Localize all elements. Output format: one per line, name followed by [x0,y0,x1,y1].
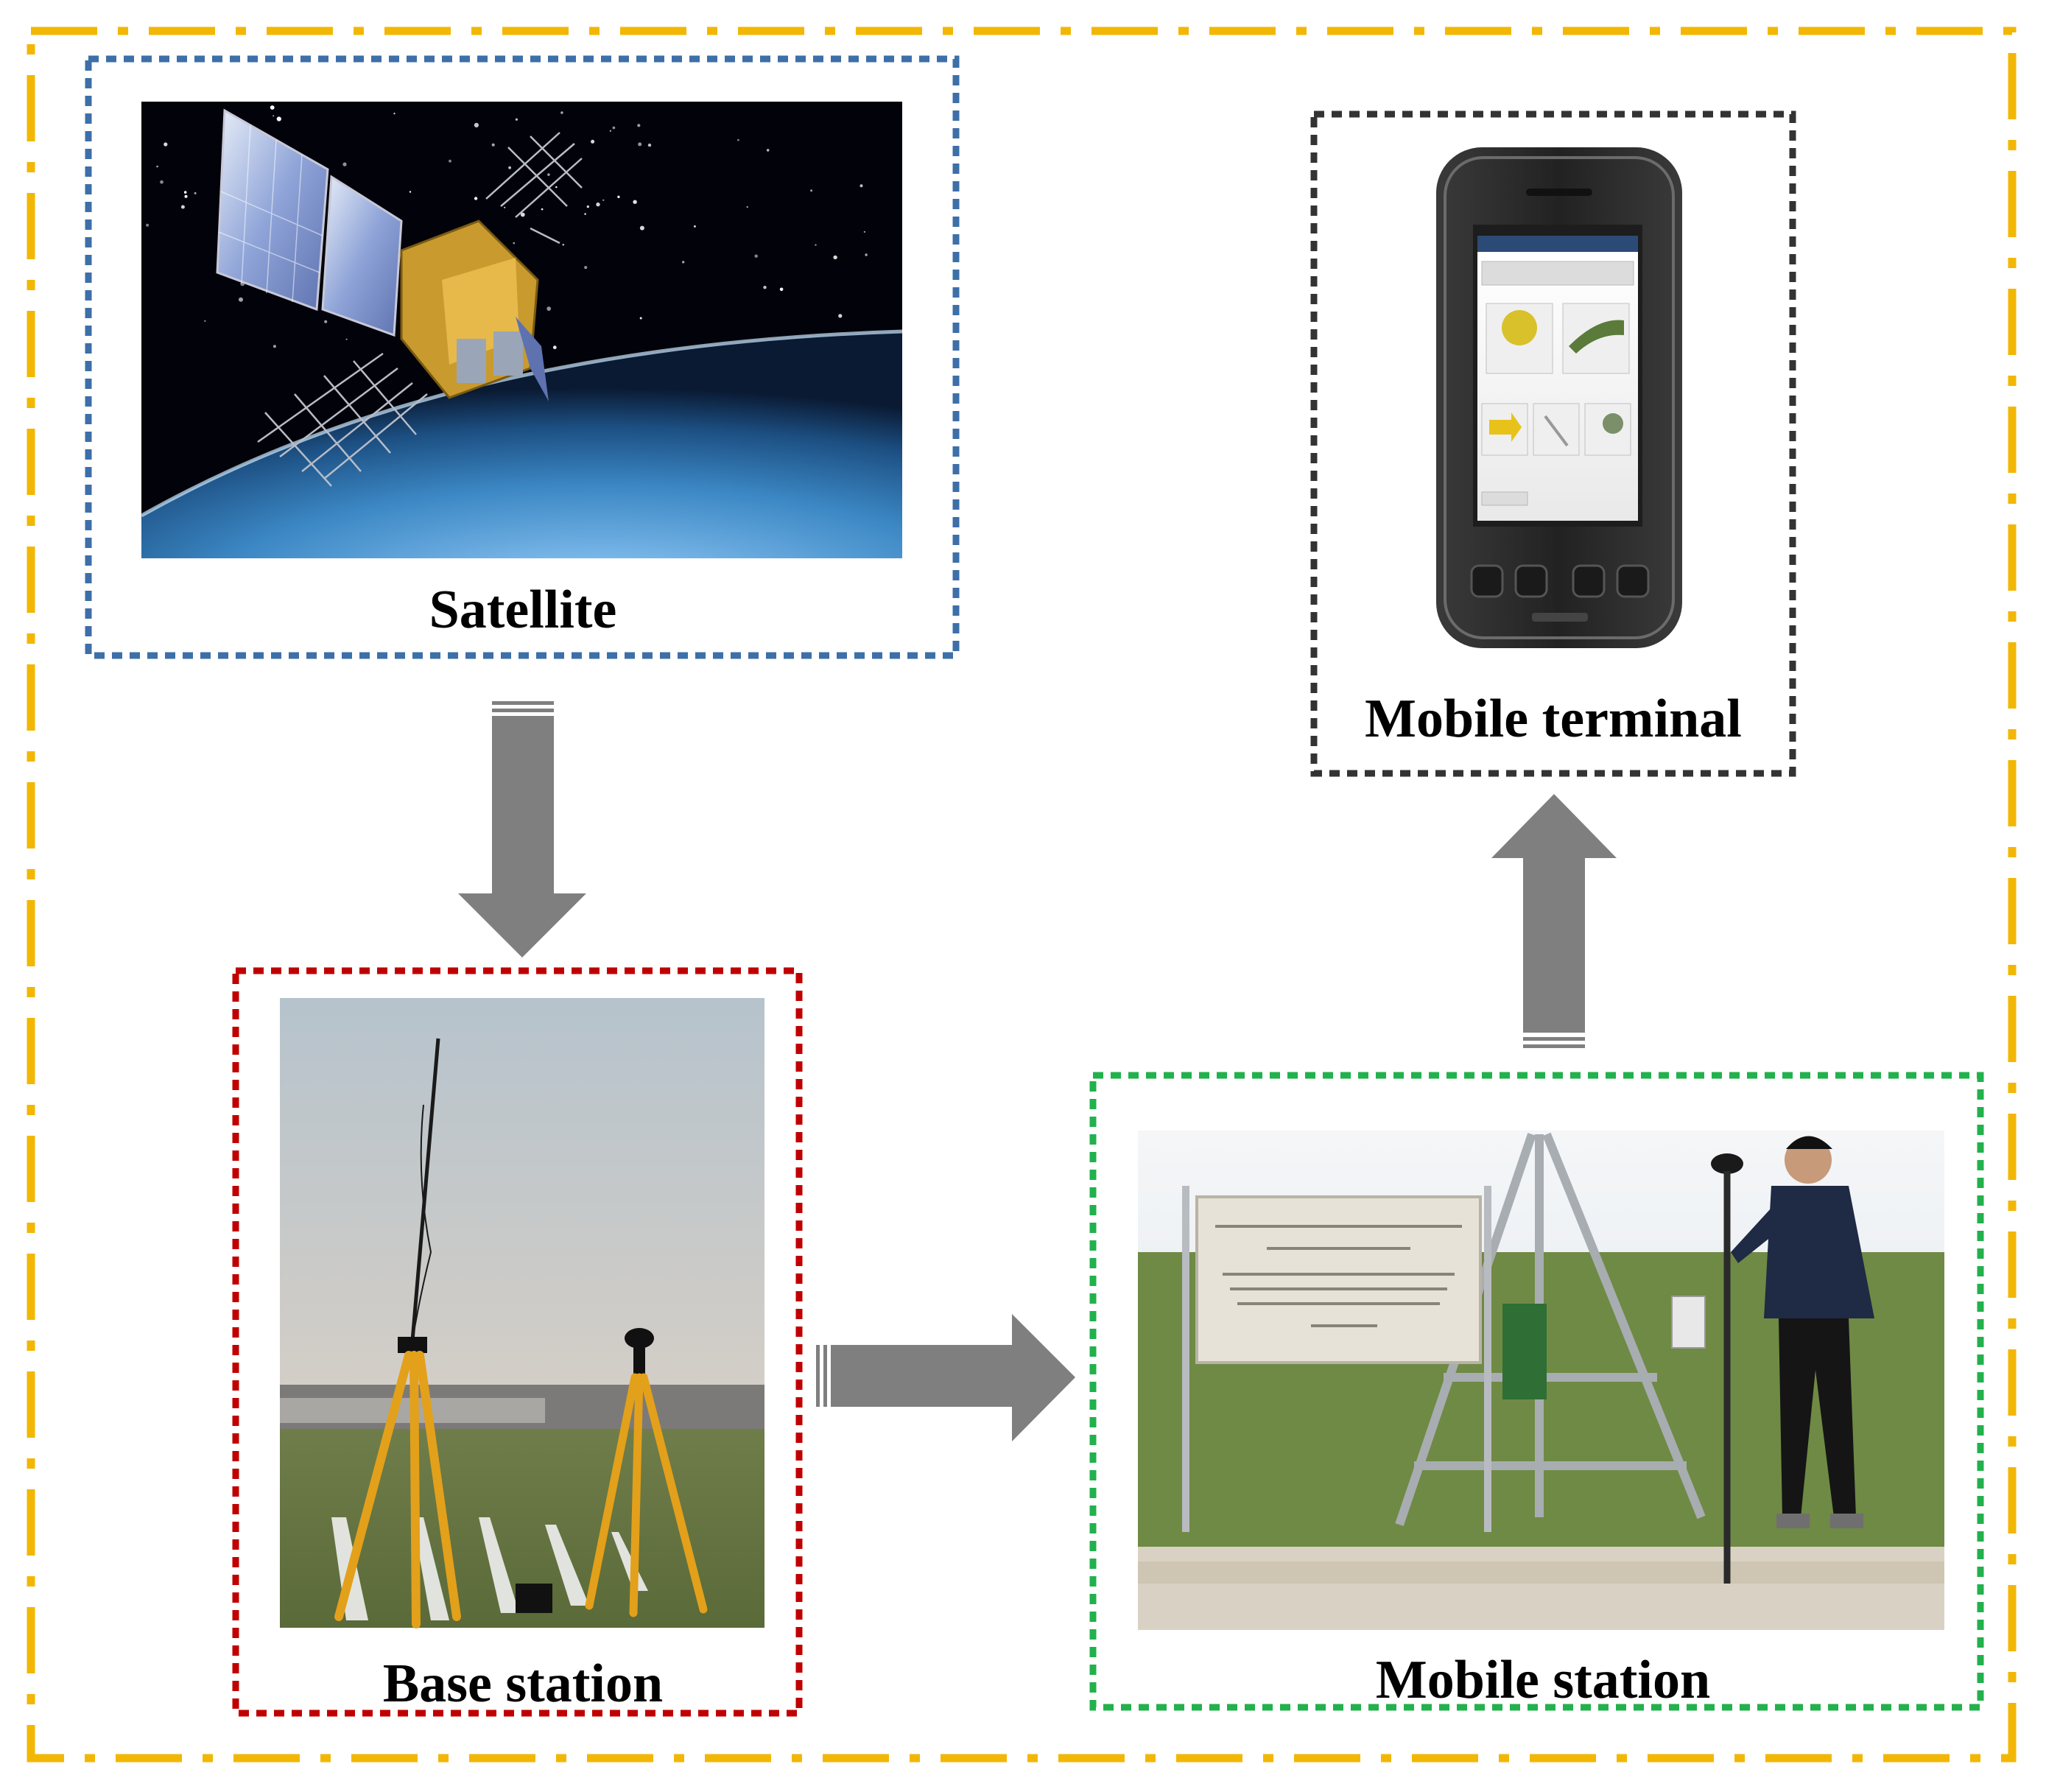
arrow-mobile-station-to-terminal [1491,794,1617,1048]
mobile-station-label: Mobile station [1376,1650,1710,1710]
satellite-node: Satellite [85,55,960,659]
mobile-station-frame [1089,1072,1984,1711]
arrow-base-to-mobile-station [816,1314,1075,1441]
base-station-node: Base station [232,967,803,1717]
mobile-terminal-node: Mobile terminal [1310,110,1796,777]
outer-frame [27,27,2017,1763]
mobile-terminal-label: Mobile terminal [1365,689,1742,749]
mobile-station-photo [1138,1131,1944,1630]
handheld-device-image [1436,147,1682,648]
base-station-label: Base station [383,1654,663,1714]
satellite-frame [85,55,960,659]
satellite-label: Satellite [429,580,617,640]
mobile-station-node: Mobile station [1089,1072,1984,1711]
mobile-terminal-frame [1310,110,1796,777]
satellite-image [140,102,903,558]
arrow-satellite-to-base-station [458,701,586,958]
base-station-photo [280,998,764,1628]
